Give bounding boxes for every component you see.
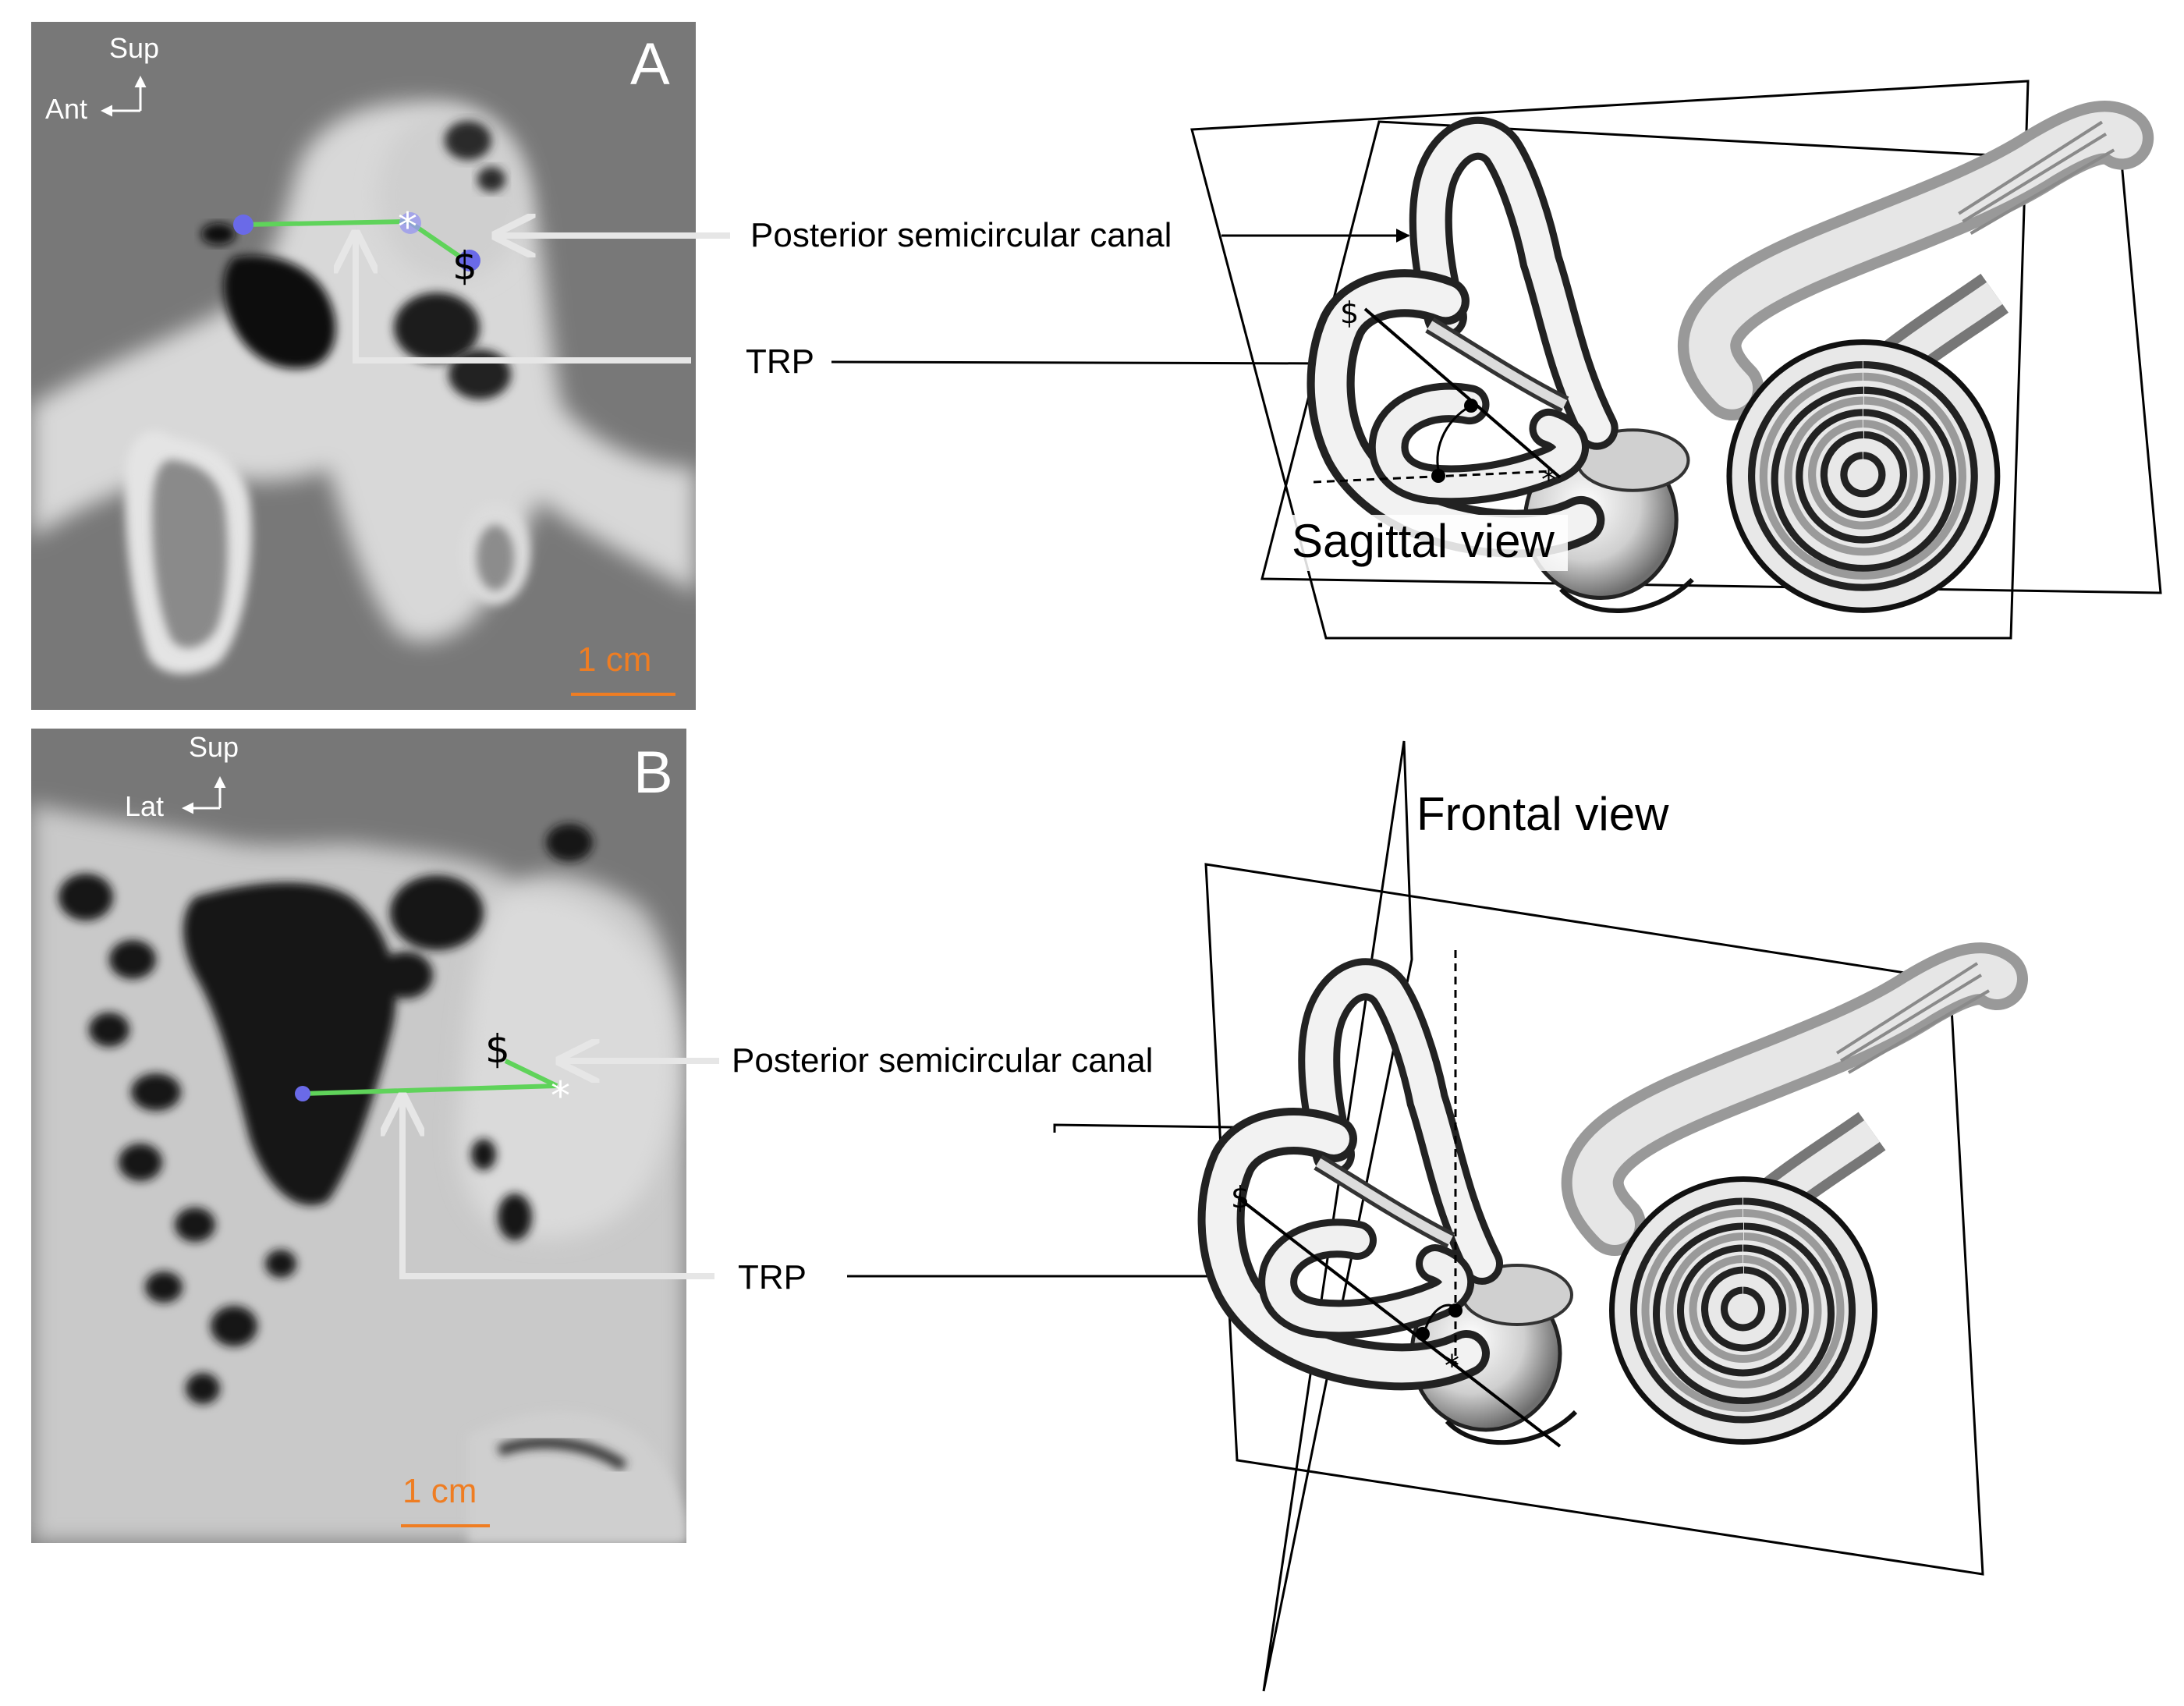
sagittal-view-label: Sagittal view bbox=[1292, 515, 1555, 567]
landmark-point bbox=[459, 250, 480, 271]
star-marker-b: * bbox=[551, 1073, 570, 1119]
orientation-up-label: Sup bbox=[109, 32, 159, 64]
landmark-point bbox=[233, 215, 254, 235]
sagittal-plane-1 bbox=[1190, 80, 2030, 640]
star-marker-a: * bbox=[398, 204, 417, 250]
ear-dollar-mark: $ bbox=[1231, 1180, 1250, 1215]
landmark-point bbox=[399, 212, 421, 234]
angle-arc bbox=[1436, 404, 1472, 477]
ear-star-mark: * bbox=[1445, 1349, 1459, 1383]
crus-axis-line bbox=[1237, 1197, 1562, 1448]
frontal-view-label: Frontal view bbox=[1416, 788, 1669, 840]
pointer-trp-b bbox=[402, 1097, 714, 1279]
orientation-side-label: Ant bbox=[45, 93, 87, 125]
measure-line-b bbox=[302, 1084, 558, 1096]
ct-panel-b: $ * B Sup Lat 1 cm bbox=[31, 729, 686, 1543]
angle-point bbox=[1464, 399, 1478, 413]
sagittal-plane-2 bbox=[1260, 120, 2162, 594]
angle-point bbox=[1448, 1303, 1462, 1318]
ear-star-mark: * bbox=[1541, 463, 1556, 497]
pointer-trp-a bbox=[356, 234, 691, 364]
ct-panel-a: * $ A Sup Ant 1 cm bbox=[31, 22, 696, 710]
ear-dollar-mark: $ bbox=[1340, 296, 1359, 330]
leader-trp-top bbox=[831, 356, 1337, 371]
dollar-marker-b: $ bbox=[485, 1027, 510, 1072]
label-psc-bottom: Posterior semicircular canal bbox=[732, 1041, 1153, 1080]
sagittal-inner-ear: $ * Sagittal view bbox=[1190, 80, 2162, 640]
orientation-up-label: Sup bbox=[189, 731, 239, 763]
orientation-indicator-b: Sup Lat bbox=[125, 731, 239, 822]
orientation-indicator-a: Sup Ant bbox=[45, 32, 159, 125]
scale-label-b: 1 cm bbox=[402, 1472, 477, 1510]
orientation-side-label: Lat bbox=[125, 790, 164, 822]
angle-point bbox=[1416, 1327, 1430, 1341]
panel-letter-a: A bbox=[630, 31, 670, 98]
crus-axis-line bbox=[1363, 307, 1562, 479]
leader-psc-bottom bbox=[1053, 1120, 1293, 1135]
label-trp-top: TRP bbox=[746, 342, 814, 381]
annotation-group-top: Posterior semicircular canal TRP bbox=[356, 216, 1410, 381]
dollar-marker-a: $ bbox=[452, 243, 477, 289]
annotation-group-bottom: Posterior semicircular canal TRP bbox=[402, 1041, 1293, 1296]
inner-ear-illustration bbox=[1221, 963, 1997, 1445]
measure-line-b-2 bbox=[504, 1059, 558, 1088]
landmark-point bbox=[295, 1086, 310, 1101]
panel-letter-b: B bbox=[633, 740, 673, 806]
measure-line-a bbox=[243, 219, 410, 227]
label-trp-bottom: TRP bbox=[738, 1258, 807, 1296]
label-psc-top: Posterior semicircular canal bbox=[750, 216, 1172, 254]
frontal-inner-ear: $ * Frontal view bbox=[1206, 740, 1997, 1692]
angle-point bbox=[1431, 469, 1445, 483]
scale-label-a: 1 cm bbox=[577, 640, 651, 679]
